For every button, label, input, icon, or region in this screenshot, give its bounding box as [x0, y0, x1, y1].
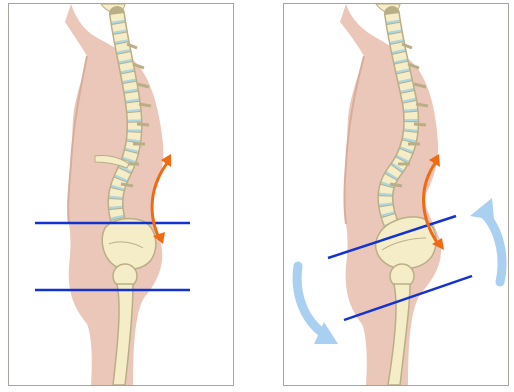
panel-anterior-tilt-posture: [283, 3, 509, 386]
neutral-posture-illustration: [9, 4, 233, 385]
panel-neutral-posture: [8, 3, 234, 386]
anterior-tilt-illustration: [284, 4, 508, 385]
